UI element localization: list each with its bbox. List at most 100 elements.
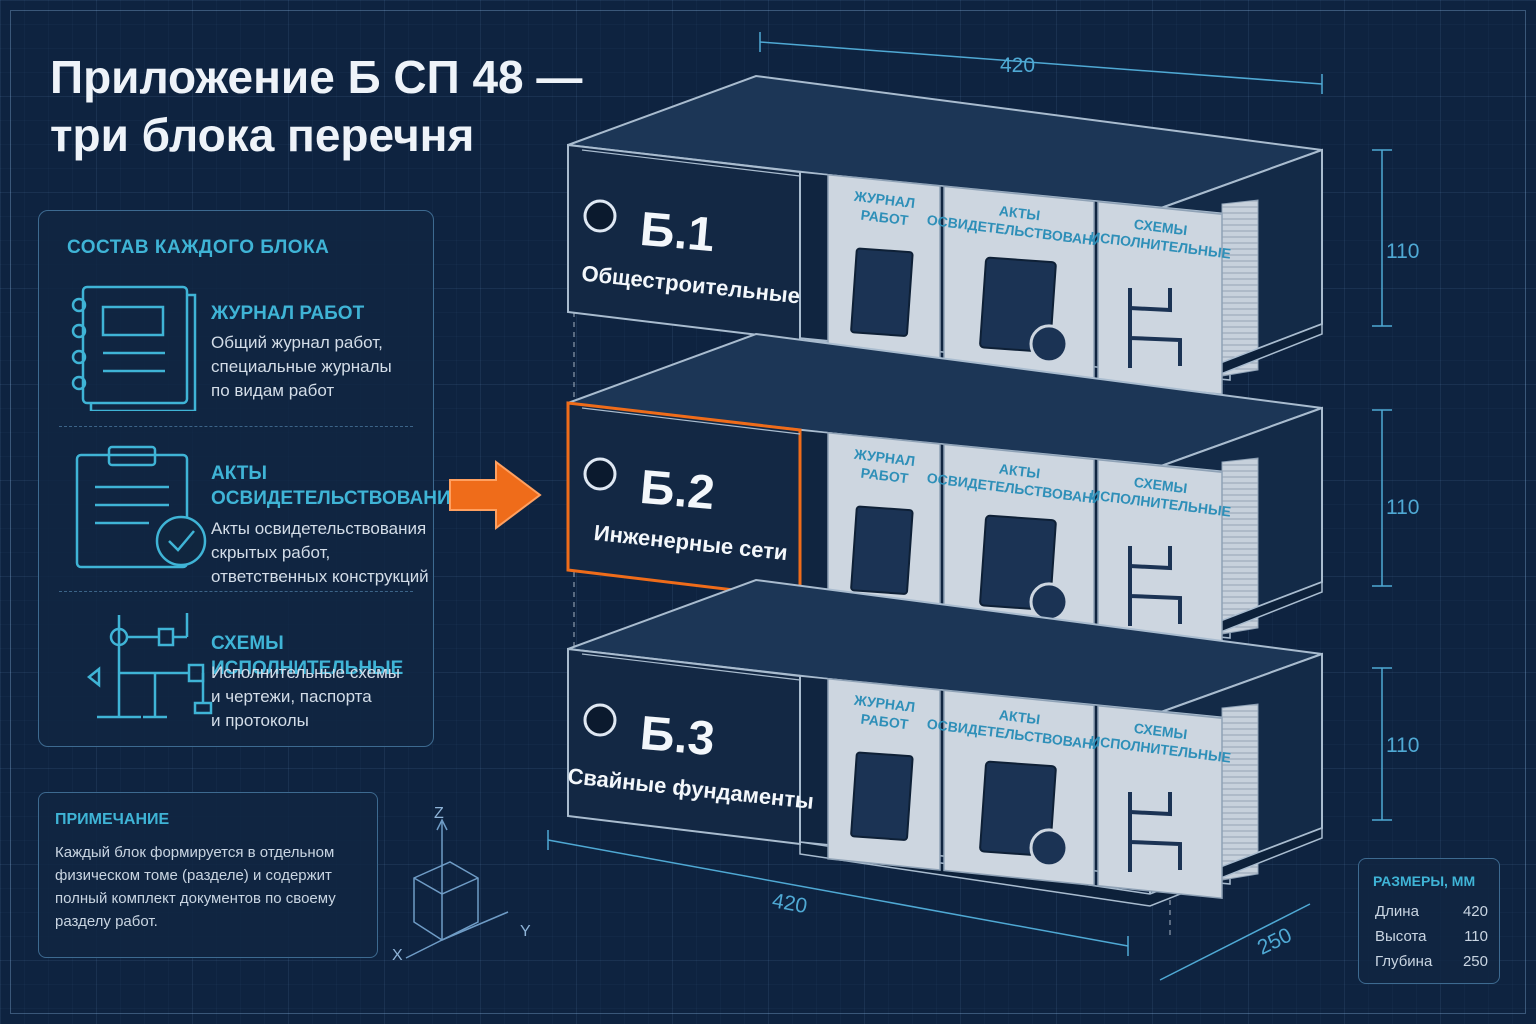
legend-separator <box>59 426 413 427</box>
note-line: полный комплект документов по своему <box>55 890 336 907</box>
check-badge-icon <box>1029 324 1069 364</box>
finger-hole-icon <box>583 199 617 233</box>
note-heading: ПРИМЕЧАНИЕ <box>55 811 170 828</box>
journal-icon <box>850 751 914 841</box>
journal-icon <box>71 285 197 411</box>
desc-line: специальные журналы <box>211 357 392 376</box>
clipboard-check-icon <box>979 760 1057 857</box>
journal-icon <box>850 247 914 337</box>
check-badge-icon <box>1029 582 1069 622</box>
desc-line: по видам работ <box>211 381 335 400</box>
axis-label-z: Z <box>434 805 444 822</box>
desc-line: и протоколы <box>211 711 309 730</box>
dims-value: 420 <box>1462 903 1488 920</box>
piping-scheme-icon <box>86 613 213 719</box>
title-line: ОСВИДЕТЕЛЬСТВОВАНИЯ <box>211 488 465 509</box>
finger-hole-icon <box>583 703 617 737</box>
note-line: физическом томе (разделе) и содержит <box>55 867 332 884</box>
compartment-label: СХЕМЫ <box>1133 720 1188 742</box>
page-frame <box>10 10 1526 1014</box>
dims-label: Глубина <box>1375 953 1433 970</box>
dims-row-depth: Глубина 250 <box>1375 953 1490 970</box>
dim-label-top-width: 420 <box>1000 54 1035 77</box>
desc-line: Общий журнал работ, <box>211 333 383 352</box>
compartment-label: ЖУРНАЛ <box>852 692 916 715</box>
axis-label-x: X <box>392 947 403 964</box>
legend-heading: СОСТАВ КАЖДОГО БЛОКА <box>67 237 330 258</box>
axis-label-y: Y <box>520 923 531 940</box>
compartment-label: СХЕМЫ <box>1133 474 1188 496</box>
note-text: Каждый блок формируется в отдельном физи… <box>55 841 365 933</box>
note-line: Каждый блок формируется в отдельном <box>55 844 335 861</box>
title-line-1: Приложение Б СП 48 — <box>50 51 583 103</box>
piping-scheme-icon <box>1128 546 1182 626</box>
piping-scheme-icon <box>1128 288 1182 368</box>
title-line-2: три блока перечня <box>50 109 475 161</box>
dims-row-length: Длина 420 <box>1375 903 1490 920</box>
dims-value: 250 <box>1462 953 1488 970</box>
panel-edge <box>581 407 801 435</box>
compartment-label: РАБОТ <box>860 465 910 487</box>
clipboard-check-icon <box>979 256 1057 353</box>
desc-line: Акты освидетельствования <box>211 519 427 538</box>
check-badge-icon <box>1029 828 1069 868</box>
clipboard-check-icon <box>75 445 207 569</box>
legend-title-schemes: СХЕМЫ ИСПОЛНИТЕЛЬНЫЕ <box>211 633 404 679</box>
highlight-arrow-icon <box>449 460 542 530</box>
panel-edge <box>581 653 801 681</box>
page-stack <box>1221 457 1259 635</box>
legend-desc-journal: Общий журнал работ, специальные журналы … <box>211 331 431 403</box>
page-stack <box>1221 703 1259 881</box>
dimensions-table: РАЗМЕРЫ, ММ Длина 420 Высота 110 Глубина… <box>1358 858 1500 984</box>
compartment-label: ЖУРНАЛ <box>852 188 916 211</box>
dim-label-bottom-width: 420 <box>770 889 809 918</box>
x-axis-line <box>405 939 443 959</box>
journal-icon <box>850 505 914 595</box>
note-panel: ПРИМЕЧАНИЕ Каждый блок формируется в отд… <box>38 792 378 958</box>
compartment-label: РАБОТ <box>860 207 910 229</box>
desc-line: и чертежи, паспорта <box>211 687 372 706</box>
dims-label: Высота <box>1375 928 1427 945</box>
dimension-lines <box>547 32 1392 981</box>
finger-hole-icon <box>583 457 617 491</box>
legend-desc-schemes: Исполнительные схемы и чертежи, паспорта… <box>211 661 431 733</box>
clipboard-check-icon <box>979 514 1057 611</box>
dim-label-height-3: 110 <box>1386 734 1419 757</box>
dims-label: Длина <box>1375 903 1419 920</box>
dim-label-height-1: 110 <box>1386 240 1419 263</box>
piping-scheme-icon <box>1128 792 1182 872</box>
dim-label-height-2: 110 <box>1386 496 1419 519</box>
compartment-label: СХЕМЫ <box>1133 216 1188 238</box>
desc-line: Исполнительные схемы <box>211 663 401 682</box>
block-code: Б.1 <box>638 203 717 262</box>
axes-triad: Z Y X <box>392 805 531 964</box>
legend-separator <box>59 591 413 592</box>
compartment-label: АКТЫ <box>998 460 1041 481</box>
page-title: Приложение Б СП 48 — три блока перечня <box>50 48 650 164</box>
compartment-label: ЖУРНАЛ <box>852 446 916 469</box>
legend-title-acts: АКТЫ ОСВИДЕТЕЛЬСТВОВАНИЯ <box>211 461 464 511</box>
dims-heading: РАЗМЕРЫ, ММ <box>1373 873 1476 889</box>
compartment-label: АКТЫ <box>998 706 1041 727</box>
page-stack <box>1221 199 1259 377</box>
dims-value: 110 <box>1464 928 1488 945</box>
legend-title-journal: ЖУРНАЛ РАБОТ <box>211 303 365 324</box>
dims-row-height: Высота 110 <box>1375 928 1490 945</box>
block-label-panel <box>567 647 801 846</box>
block-code: Б.2 <box>638 461 717 520</box>
compartment-label: АКТЫ <box>998 202 1041 223</box>
title-line: АКТЫ <box>211 463 267 484</box>
block-code: Б.3 <box>638 707 717 766</box>
desc-line: скрытых работ, <box>211 543 331 562</box>
compartment-label: РАБОТ <box>860 711 910 733</box>
y-axis-line <box>441 911 509 941</box>
panel-edge <box>581 149 801 177</box>
legend-panel: СОСТАВ КАЖДОГО БЛОКА ЖУРНАЛ РАБОТ Общий … <box>38 210 464 747</box>
note-line: разделу работ. <box>55 913 158 930</box>
desc-line: ответственных конструкций <box>211 567 429 586</box>
